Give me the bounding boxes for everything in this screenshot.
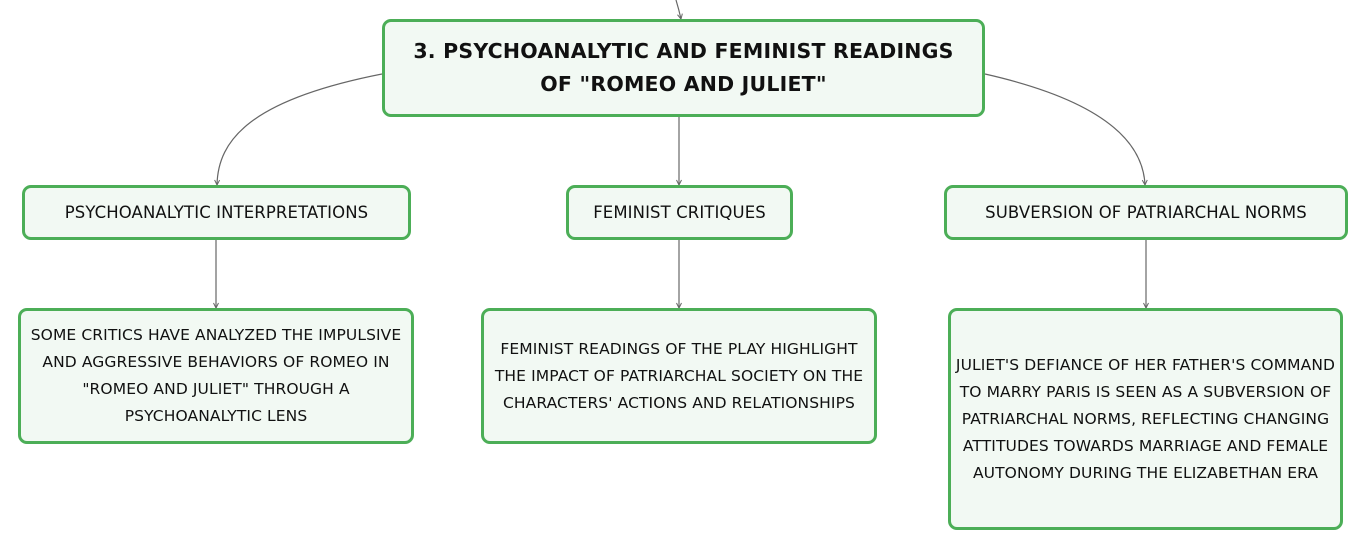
connector-root-to-subversion [984,73,1148,187]
detail-text-subversion: Juliet's defiance of her father's comman… [955,355,1336,482]
detail-text-psychoanalytic: Some critics have analyzed the impulsive… [30,326,402,425]
detail-node-subversion[interactable]: Juliet's defiance of her father's comman… [948,308,1343,530]
detail-node-feminist[interactable]: Feminist readings of the play highlight … [481,308,877,444]
branch-label-subversion-of-patriarchal-norms: Subversion of Patriarchal Norms [985,202,1307,222]
detail-node-psychoanalytic[interactable]: Some critics have analyzed the impulsive… [18,308,414,444]
root-topic-node[interactable]: 3. Psychoanalytic and Feminist Readings … [382,19,985,117]
branch-label-feminist-critiques: Feminist Critiques [593,202,766,222]
branch-label-psychoanalytic-interpretations: Psychoanalytic Interpretations [64,202,369,222]
root-topic-title: 3. Psychoanalytic and Feminist Readings … [413,39,954,96]
branch-node-psychoanalytic-interpretations[interactable]: Psychoanalytic Interpretations [22,185,411,240]
detail-text-feminist: Feminist readings of the play highlight … [494,339,864,412]
branch-node-subversion-of-patriarchal-norms[interactable]: Subversion of Patriarchal Norms [944,185,1348,240]
incoming-connector [675,0,683,21]
branch-node-feminist-critiques[interactable]: Feminist Critiques [566,185,793,240]
connector-root-to-psychoanalytic [214,73,383,187]
